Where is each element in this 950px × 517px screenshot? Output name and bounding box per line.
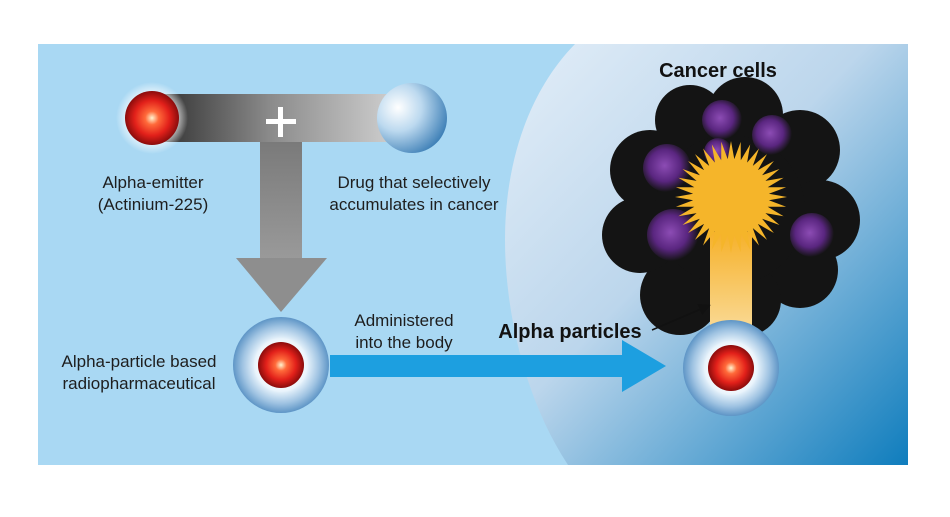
- down-arrow: [236, 142, 327, 312]
- radiopharmaceutical-label-line2: radiopharmaceutical: [62, 374, 216, 393]
- administered-label-line2: into the body: [355, 333, 453, 352]
- radiopharmaceutical-label: Alpha-particle based radiopharmaceutical: [50, 351, 228, 395]
- radiopharmaceutical-capsule: [233, 317, 329, 413]
- tumor-capsule: [683, 320, 779, 416]
- emitter-label-line2: (Actinium-225): [97, 195, 209, 214]
- emitter-label: Alpha-emitter (Actinium-225): [78, 172, 228, 216]
- alpha-burst: [675, 141, 787, 253]
- drug-label-line1: Drug that selectively: [337, 173, 491, 192]
- administer-arrow: [330, 340, 666, 392]
- alpha-emitter-sphere: [116, 82, 188, 154]
- radiopharmaceutical-label-line1: Alpha-particle based: [61, 352, 217, 371]
- administered-label: Administered into the body: [340, 310, 468, 354]
- drug-sphere: [377, 83, 447, 153]
- alpha-pointer: [651, 304, 711, 331]
- administered-label-line1: Administered: [354, 311, 454, 330]
- plus-icon: [266, 107, 296, 137]
- drug-label-line2: accumulates in cancer: [329, 195, 499, 214]
- drug-label: Drug that selectively accumulates in can…: [316, 172, 512, 216]
- emitter-label-line1: Alpha-emitter: [102, 173, 204, 192]
- cancer-cells-label: Cancer cells: [659, 60, 777, 82]
- alpha-particles-label: Alpha particles: [498, 321, 642, 343]
